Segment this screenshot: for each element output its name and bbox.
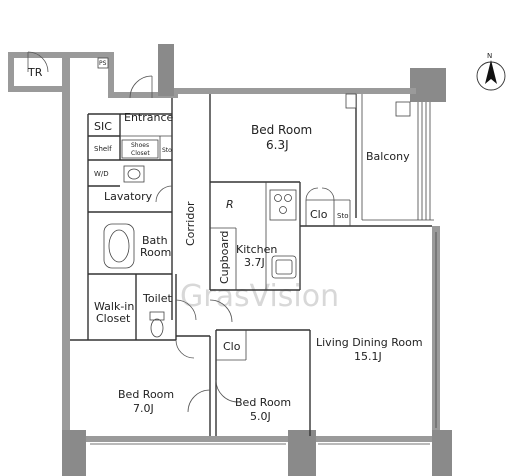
tr-label: TR [27,66,43,79]
cupboard-label: Cupboard [218,231,231,284]
kitchen-name: Kitchen [236,243,277,256]
living-size: 15.1J [354,350,382,363]
refrigerator-label: R [226,198,234,211]
sic-label: SIC [94,120,112,133]
entrance-label: Entrance [124,111,174,124]
bedroom-sw-name: Bed Room [118,388,174,401]
shoes-closet-label-2: Closet [131,150,150,157]
bath-room-label-1: Bath [142,234,168,247]
sto-north-label: Sto [337,212,348,220]
bedroom-sw-size: 7.0J [133,402,154,415]
walk-in-closet-label-2: Closet [96,312,131,325]
clo-south-label: Clo [223,340,241,353]
bath-room-label-2: Room [140,246,171,259]
watermark: GrasVision [180,279,339,314]
bedroom-s-size: 5.0J [250,410,271,423]
shoes-closet-label-1: Shoes [131,142,149,149]
corridor-label: Corridor [184,201,197,246]
doors [27,51,335,413]
toilet-label: Toilet [142,292,172,305]
fixtures [97,57,411,338]
kitchen-size: 3.7J [244,256,265,269]
labels: TR PS Entrance SIC Shelf Shoes Closet St… [27,60,423,423]
walk-in-closet-label-1: Walk-in [94,300,134,313]
lavatory-label: Lavatory [104,190,153,203]
wd-label: W/D [94,170,109,178]
partitions [70,94,437,445]
clo-north-label: Clo [310,208,328,221]
north-compass-icon: N [476,52,506,91]
bedroom-north-size: 6.3J [266,138,289,152]
compass-label: N [487,52,492,60]
living-name: Living Dining Room [316,336,423,349]
bedroom-north-name: Bed Room [251,123,312,137]
bedroom-s-name: Bed Room [235,396,291,409]
sto-entrance-label: Sto [162,147,172,154]
balcony-label: Balcony [366,150,410,163]
ps-label: PS [99,60,107,67]
shelf-label: Shelf [94,145,112,153]
